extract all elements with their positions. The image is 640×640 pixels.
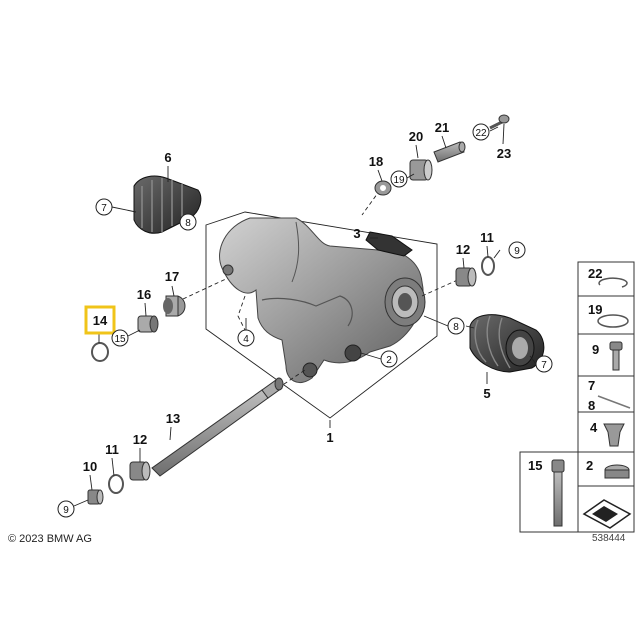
collar-16	[137, 315, 159, 333]
callout-4: 4	[243, 334, 249, 345]
ring-legend-icon	[597, 314, 629, 328]
bushing-20	[409, 159, 433, 181]
legend-label-9: 9	[592, 342, 599, 357]
circlip-legend-icon	[598, 277, 628, 288]
legend-label-2: 2	[586, 458, 593, 473]
sleeve-21	[433, 141, 466, 163]
callout-18: 18	[369, 154, 383, 169]
circled-callouts: 7 8 15 19 22 9 8 7 2 4 9	[57, 123, 553, 518]
callout-16: 16	[137, 287, 151, 302]
callout-19: 19	[393, 175, 405, 186]
callout-6: 6	[164, 150, 171, 165]
callout-11-upper: 11	[480, 230, 494, 245]
bushing-12-lower	[129, 461, 151, 481]
bushing-12-upper	[455, 267, 477, 287]
callout-14[interactable]: 14	[93, 313, 108, 328]
callout-15: 15	[114, 334, 126, 345]
highlight-box-14[interactable]	[84, 305, 116, 335]
callout-12-upper: 12	[456, 242, 470, 257]
callout-8-a: 8	[185, 218, 191, 229]
bolt-legend-icon	[551, 459, 565, 527]
nut-10	[87, 489, 104, 505]
callout-23: 23	[497, 146, 511, 161]
callout-13: 13	[166, 411, 180, 426]
callout-7-b: 7	[541, 360, 547, 371]
ring-11-lower	[108, 474, 124, 494]
bushing-17	[163, 295, 186, 317]
plug-legend-icon	[604, 464, 630, 479]
clip-legend-icon	[603, 423, 625, 447]
callout-20: 20	[409, 129, 423, 144]
legend-label-22: 22	[588, 266, 602, 281]
bolt-23	[489, 114, 510, 130]
axis-line	[237, 295, 246, 331]
ring-11-upper	[481, 256, 495, 276]
bellows-5	[469, 314, 545, 373]
legend-label-8: 8	[588, 398, 595, 413]
axis-line	[361, 189, 381, 216]
final-drive-housing	[219, 217, 424, 383]
legend-label-19: 19	[588, 302, 602, 317]
callout-5: 5	[483, 386, 490, 401]
housing-group-outline	[205, 211, 438, 419]
callout-7-a: 7	[101, 203, 107, 214]
callout-1: 1	[326, 430, 333, 445]
output-flange	[384, 277, 426, 327]
cable-tie-legend-icon	[597, 395, 631, 409]
callout-11-lower: 11	[105, 442, 119, 457]
copyright-text: © 2023 BMW AG	[8, 533, 92, 545]
callout-22: 22	[475, 128, 487, 139]
callout-21: 21	[435, 120, 449, 135]
screw-legend-icon	[609, 341, 623, 371]
circlip-14	[91, 342, 109, 362]
legend-panel: 22 19 9 7 8 4 2 15	[519, 261, 635, 533]
leader-lines	[73, 123, 537, 507]
callout-12-lower: 12	[133, 432, 147, 447]
legend-label-4: 4	[590, 420, 598, 435]
callout-9-b: 9	[514, 246, 520, 257]
callout-3: 3	[353, 226, 360, 241]
shaft-13	[151, 377, 284, 477]
callout-9-a: 9	[63, 505, 69, 516]
legend-label-7: 7	[588, 378, 595, 393]
callout-10: 10	[83, 459, 97, 474]
arrow-legend-icon	[582, 499, 632, 529]
callout-17: 17	[165, 269, 179, 284]
axis-line	[182, 277, 229, 300]
callout-8-b: 8	[453, 322, 459, 333]
legend-label-15: 15	[528, 458, 542, 473]
axis-line	[421, 277, 463, 297]
diagram-reference-number: 538444	[592, 533, 626, 544]
callout-2: 2	[386, 355, 392, 366]
